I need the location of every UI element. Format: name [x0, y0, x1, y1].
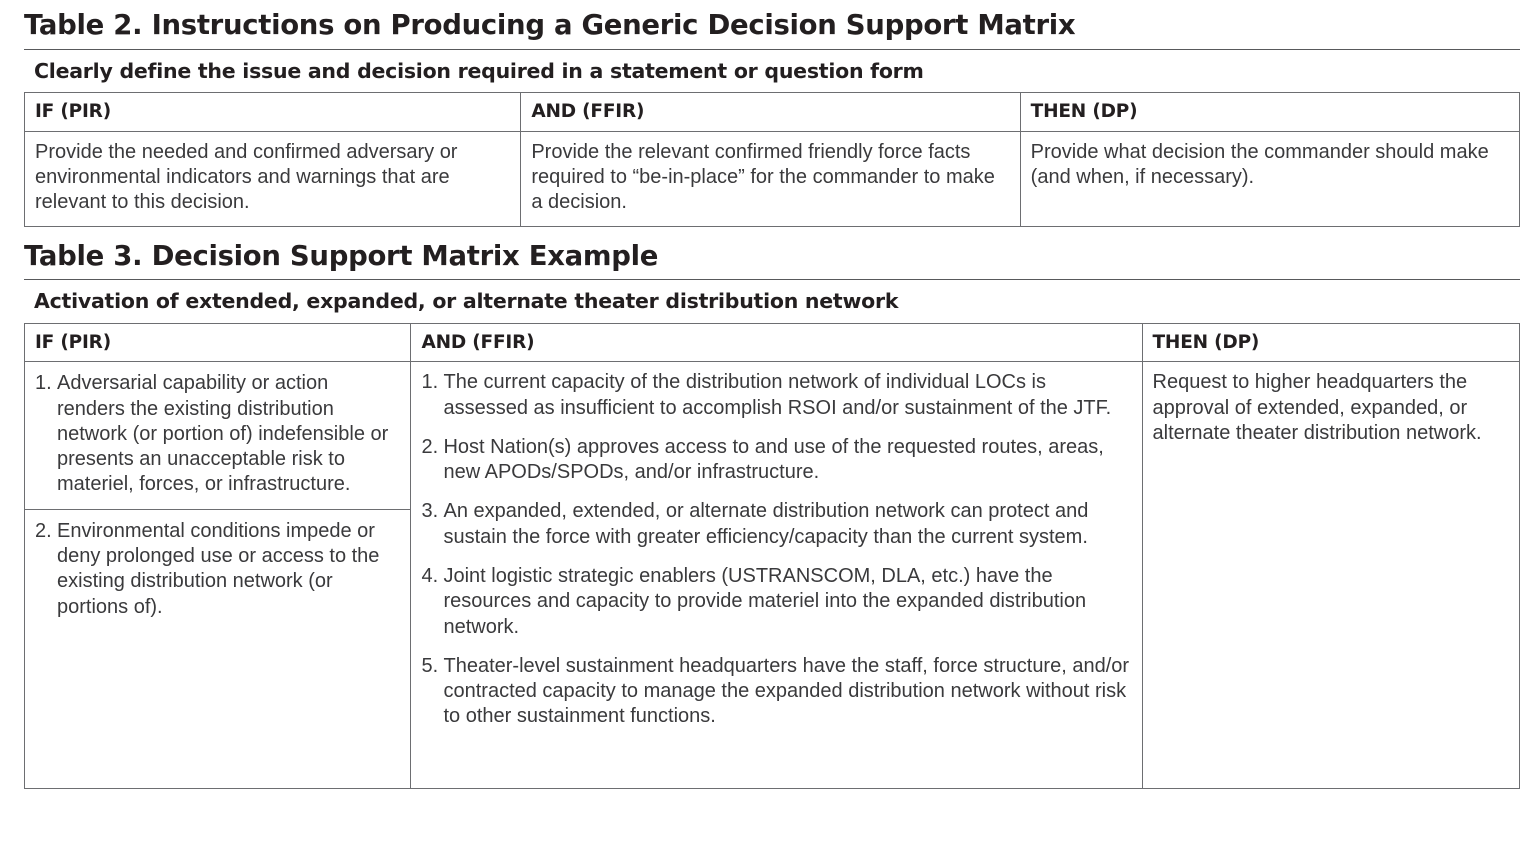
table-3-cell-and: 1. The current capacity of the distribut… — [411, 362, 1141, 788]
list-item-number: 3. — [421, 500, 439, 523]
list-item: 1. The current capacity of the distribut… — [421, 370, 1131, 421]
table-3-if-list-2: 2. Environmental conditions impede or de… — [35, 519, 400, 620]
table-2-column-and: AND (FFIR) Provide the relevant confirme… — [521, 93, 1021, 226]
table-3-cell-then: Request to higher headquarters the appro… — [1152, 371, 1482, 444]
list-item-text: Theater-level sustainment headquarters h… — [443, 654, 1130, 728]
list-item-text: Joint logistic strategic enablers (USTRA… — [443, 564, 1087, 638]
table-2-header-then: THEN (DP) — [1020, 93, 1519, 132]
table-2-column-if: IF (PIR) Provide the needed and confirme… — [25, 93, 522, 226]
table-3-column-if: IF (PIR) 1. Adversarial capability or ac… — [25, 324, 412, 789]
list-item: 2. Host Nation(s) approves access to and… — [421, 435, 1131, 486]
table-2-grid: IF (PIR) Provide the needed and confirme… — [24, 92, 1520, 227]
table-3-and-list: 1. The current capacity of the distribut… — [421, 370, 1131, 730]
list-item-number: 5. — [421, 654, 439, 677]
table-2-caption: Clearly define the issue and decision re… — [34, 58, 924, 83]
list-item: 3. An expanded, extended, or alternate d… — [421, 499, 1131, 550]
list-item-number: 1. — [421, 371, 439, 394]
table-3-cell-if-2: 2. Environmental conditions impede or de… — [25, 510, 410, 788]
list-item-text: The current capacity of the distribution… — [443, 371, 1112, 419]
list-item: 1. Adversarial capability or action rend… — [35, 371, 400, 497]
table-2-cell-if: Provide the needed and confirmed adversa… — [35, 140, 458, 214]
table-2-column-then: THEN (DP) Provide what decision the comm… — [1020, 93, 1519, 225]
table-2-cell-and: Provide the relevant confirmed friendly … — [531, 140, 995, 214]
table-3: Activation of extended, expanded, or alt… — [24, 279, 1520, 790]
list-item-text: Adversarial capability or action renders… — [57, 372, 389, 496]
table-2-title: Table 2. Instructions on Producing a Gen… — [24, 9, 1076, 41]
table-2-header-if: IF (PIR) — [25, 93, 521, 132]
table-3-cell-if-1: 1. Adversarial capability or action rend… — [25, 362, 411, 510]
list-item: 4. Joint logistic strategic enablers (US… — [421, 564, 1131, 640]
table-3-if-list-1: 1. Adversarial capability or action rend… — [35, 371, 400, 497]
list-item-text: Host Nation(s) approves access to and us… — [443, 435, 1104, 484]
list-item-number: 2. — [35, 519, 52, 542]
list-item: 2. Environmental conditions impede or de… — [35, 519, 400, 620]
table-3-grid: IF (PIR) 1. Adversarial capability or ac… — [24, 323, 1520, 790]
table-3-column-then: THEN (DP) Request to higher headquarters… — [1142, 324, 1519, 788]
table-2: Clearly define the issue and decision re… — [24, 48, 1520, 227]
table-3-caption: Activation of extended, expanded, or alt… — [34, 289, 899, 314]
list-item-text: An expanded, extended, or alternate dist… — [443, 500, 1089, 548]
table-3-column-and: AND (FFIR) 1. The current capacity of th… — [411, 324, 1143, 789]
table-3-header-if: IF (PIR) — [25, 324, 411, 363]
list-item-number: 4. — [421, 564, 439, 587]
list-item: 5. Theater-level sustainment headquarter… — [421, 654, 1131, 730]
table-3-header-and: AND (FFIR) — [411, 324, 1142, 363]
table-3-header-then: THEN (DP) — [1142, 324, 1519, 363]
list-item-number: 2. — [421, 435, 439, 458]
list-item-text: Environmental conditions impede or deny … — [57, 519, 380, 618]
table-2-header-and: AND (FFIR) — [521, 93, 1020, 132]
list-item-number: 1. — [35, 372, 52, 395]
table-3-title: Table 3. Decision Support Matrix Example — [24, 239, 659, 272]
table-2-cell-then: Provide what decision the commander shou… — [1030, 140, 1489, 188]
